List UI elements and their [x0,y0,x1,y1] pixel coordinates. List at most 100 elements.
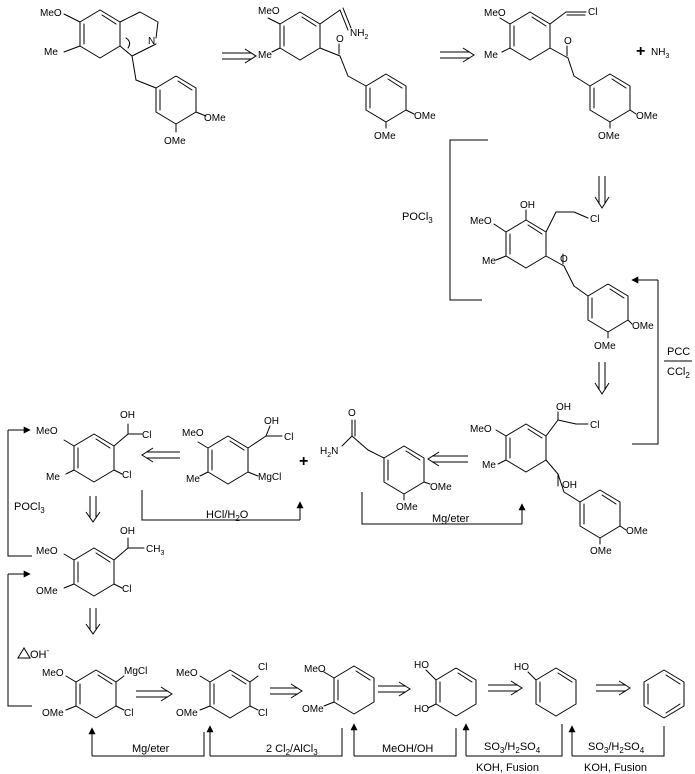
atom-nh3: NH3 [651,47,669,60]
atom-oh: OH [120,526,135,537]
atom-cl: Cl [122,584,131,595]
reaction-methylation-bracket: MeOH/OH [350,723,457,757]
atom-ome: OMe [302,704,324,715]
atom-ome: OMe [374,131,396,142]
atom-meo: MeO [36,426,58,437]
atom-ome: OMe [176,708,198,719]
atom-me: Me [482,256,496,267]
atom-ch3: CH3 [146,544,164,557]
compound-veratrole: MeO OMe [302,664,375,715]
atom-oh: OH [264,416,279,427]
atom-ho: HO [414,704,429,715]
atom-me: Me [44,47,58,58]
atom-cl: Cl [122,470,131,481]
atom-cl: Cl [258,662,267,673]
atom-ome: OMe [626,526,648,537]
retro-arrow-down [85,608,101,635]
reagent-cl2-alcl3: 2 Cl2/AlCl3 [266,743,318,757]
reaction-base-heat-bracket: OH- [7,570,50,707]
atom-mgcl: MgCl [124,666,147,677]
compound-aryl-grignard: MeO OMe MgCl Cl [42,666,147,719]
atom-meo: MeO [470,216,492,227]
atom-meo: MeO [484,8,506,19]
reagent-delta-oh: OH- [30,646,50,661]
atom-me: Me [186,474,200,485]
reaction-pcc-bracket: PCC CCl2 [631,276,692,445]
retro-arrow-left [141,447,180,463]
atom-meo: MeO [182,428,204,439]
atom-o: O [560,254,568,265]
reaction-pocl3-bracket: POCl3 [402,139,488,301]
retro-arrow [378,681,411,697]
compound-phenol-chloroethyl-ketone: OH MeO Me Cl O OMe OMe [470,200,654,352]
atom-me: Me [482,460,496,471]
reagent-so3-h2so4-1: SO3/H2SO4 [484,741,541,755]
atom-n: N [148,36,155,47]
atom-ome: OMe [590,546,612,557]
atom-meo: MeO [42,668,64,679]
atom-cl: Cl [588,7,597,18]
reaction-pocl3-left-bracket: POCl3 [7,426,45,557]
atom-ome: OMe [42,708,64,719]
reaction-sulfonation-1-bracket: SO3/H2SO4 KOH, Fusion [462,723,563,774]
atom-o: O [564,36,572,47]
plus-sign: + [299,453,308,470]
reagent-ccl2: CCl2 [667,366,690,380]
retro-arrow [596,680,631,696]
atom-ome: OMe [396,502,418,513]
atom-oh: OH [520,200,535,211]
atom-cl: Cl [284,432,293,443]
compound-enamine-ketone: MeO Me O NH2 OMe OMe [258,6,436,142]
atom-meo: MeO [36,546,58,557]
retro-arrow-down [85,496,101,523]
atom-o: O [336,34,344,45]
retro-arrow [136,686,173,702]
atom-nh2: NH2 [350,28,368,41]
reaction-hcl-bracket: HCl/H2O [141,490,304,523]
atom-me: Me [484,50,498,61]
reagent-pcc: PCC [667,346,690,358]
reagent-pocl3-left: POCl3 [14,501,45,515]
retro-arrow-left [427,451,468,467]
atom-ome: OMe [164,136,186,147]
compound-isoquinoline: MeO Me N OMe OMe [40,8,226,147]
compound-diol: OH Cl MeO Me OH OMe OMe [470,402,648,557]
compound-benzene [643,669,685,719]
atom-ome: OMe [598,131,620,142]
compound-chlorohydrin: OH Cl MeO Me Cl [36,410,151,483]
plus-sign: + [636,43,645,60]
atom-mgcl: MgCl [258,472,281,483]
atom-meo: MeO [176,668,198,679]
atom-ome: OMe [632,321,654,332]
reagent-mg-eter-2: Mg/eter [132,743,170,755]
reaction-sulfonation-2-bracket: SO3/H2SO4 KOH, Fusion [568,725,665,774]
atom-oh: OH [120,410,135,421]
reagent-mg-eter: Mg/eter [432,513,470,525]
atom-meo: MeO [304,664,326,675]
retro-arrow [270,683,303,699]
atom-oh: OH [556,402,571,413]
compound-grignard-chlorohydrin: OH Cl MeO Me MgCl [182,416,293,485]
heat-triangle-icon [17,647,31,659]
reagent-so3-h2so4-2: SO3/H2SO4 [588,741,645,755]
atom-o: O [348,408,356,419]
atom-meo: MeO [40,8,62,19]
reaction-mg-eter-bottom: Mg/eter [88,727,205,757]
atom-ome: OMe [636,111,658,122]
compound-catechol: HO HO [414,660,477,717]
retro-arrow-down [594,362,610,395]
atom-cl: Cl [590,420,599,431]
atom-ome: OMe [204,113,226,124]
atom-ome: OMe [36,586,58,597]
atom-oh: OH [562,480,577,491]
atom-meo: MeO [470,424,492,435]
reaction-chlorination-bracket: 2 Cl2/AlCl3 [206,725,343,757]
atom-ome: OMe [594,341,616,352]
compound-phenol: HO [514,662,577,717]
atom-cl: Cl [590,214,599,225]
atom-meo: MeO [258,6,280,17]
atom-me: Me [258,50,272,61]
atom-cl: Cl [124,708,133,719]
atom-me: Me [46,472,60,483]
